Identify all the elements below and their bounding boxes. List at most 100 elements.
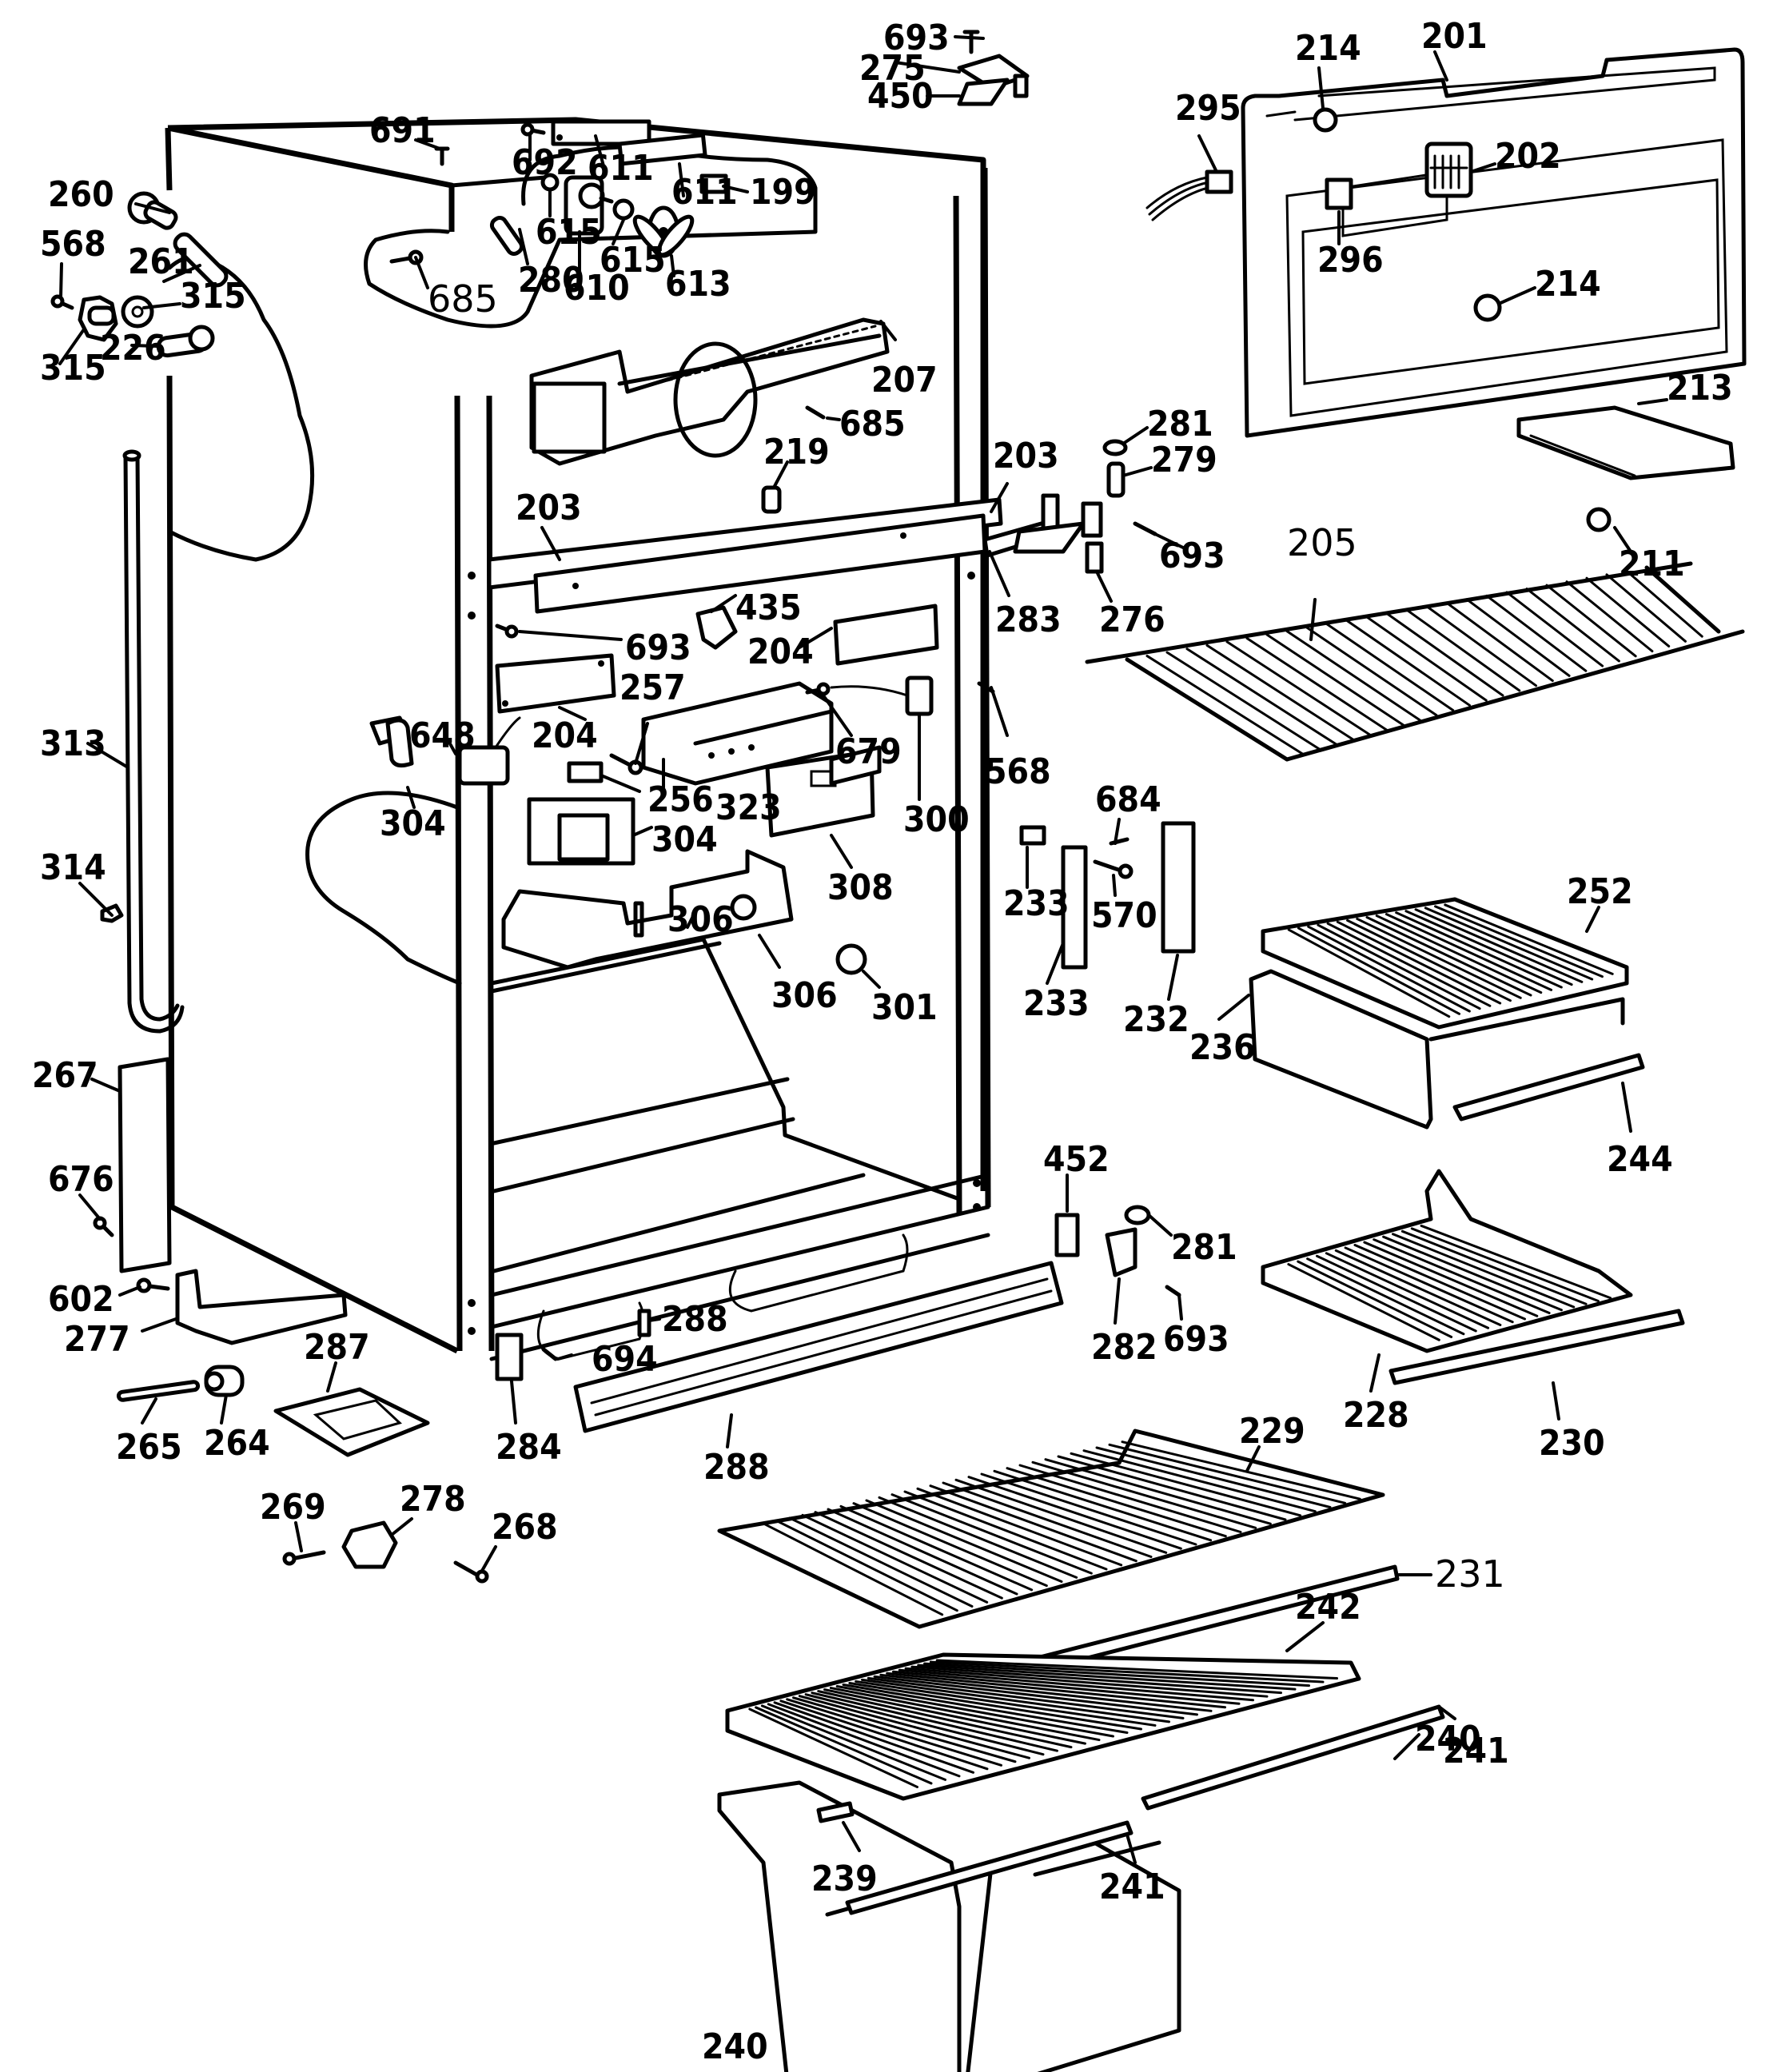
nut-315b bbox=[121, 295, 154, 329]
label-226[interactable]: 226 bbox=[100, 328, 166, 369]
label-264[interactable]: 264 bbox=[204, 1423, 270, 1464]
label-301[interactable]: 301 bbox=[871, 987, 938, 1028]
label-281[interactable]: 281 bbox=[1171, 1227, 1237, 1268]
label-288[interactable]: 288 bbox=[703, 1447, 770, 1488]
label-241[interactable]: 241 bbox=[1443, 1731, 1509, 1771]
label-452[interactable]: 452 bbox=[1043, 1139, 1110, 1180]
label-233[interactable]: 233 bbox=[1023, 983, 1090, 1024]
label-693[interactable]: 693 bbox=[1159, 536, 1225, 576]
label-204[interactable]: 204 bbox=[747, 632, 814, 672]
label-615[interactable]: 615 bbox=[536, 212, 602, 253]
label-304[interactable]: 304 bbox=[380, 803, 446, 844]
label-236[interactable]: 236 bbox=[1189, 1027, 1256, 1068]
label-283[interactable]: 283 bbox=[995, 600, 1062, 640]
label-693[interactable]: 693 bbox=[1163, 1319, 1229, 1360]
label-205[interactable]: 205 bbox=[1287, 521, 1357, 564]
label-648[interactable]: 648 bbox=[409, 715, 476, 756]
label-240[interactable]: 240 bbox=[1415, 1719, 1481, 1759]
label-228[interactable]: 228 bbox=[1343, 1395, 1409, 1436]
label-611[interactable]: 611 bbox=[671, 172, 738, 213]
label-611[interactable]: 611 bbox=[588, 148, 654, 189]
drain-tube-313 bbox=[122, 449, 185, 1034]
label-276[interactable]: 276 bbox=[1099, 600, 1165, 640]
label-265[interactable]: 265 bbox=[116, 1427, 182, 1468]
label-684[interactable]: 684 bbox=[1095, 779, 1161, 820]
label-252[interactable]: 252 bbox=[1567, 871, 1633, 912]
label-679[interactable]: 679 bbox=[835, 731, 902, 772]
label-694[interactable]: 694 bbox=[592, 1339, 658, 1380]
label-313[interactable]: 313 bbox=[40, 723, 106, 764]
label-203[interactable]: 203 bbox=[993, 436, 1059, 476]
label-256[interactable]: 256 bbox=[647, 779, 714, 820]
label-278[interactable]: 278 bbox=[400, 1479, 466, 1520]
label-610[interactable]: 610 bbox=[564, 268, 630, 309]
label-241[interactable]: 241 bbox=[1099, 1867, 1165, 1907]
label-261[interactable]: 261 bbox=[128, 241, 194, 282]
label-602[interactable]: 602 bbox=[48, 1279, 114, 1320]
label-275[interactable]: 275 bbox=[859, 48, 926, 89]
label-207[interactable]: 207 bbox=[871, 360, 938, 400]
label-314[interactable]: 314 bbox=[40, 847, 106, 888]
label-231[interactable]: 231 bbox=[1435, 1552, 1505, 1596]
label-295[interactable]: 295 bbox=[1175, 88, 1241, 129]
label-233[interactable]: 233 bbox=[1003, 883, 1070, 924]
label-685[interactable]: 685 bbox=[839, 404, 906, 444]
label-260[interactable]: 260 bbox=[48, 174, 114, 215]
label-568[interactable]: 568 bbox=[40, 224, 106, 265]
label-230[interactable]: 230 bbox=[1539, 1423, 1605, 1464]
label-287[interactable]: 287 bbox=[304, 1327, 370, 1368]
label-692[interactable]: 692 bbox=[512, 142, 578, 183]
label-282[interactable]: 282 bbox=[1091, 1327, 1157, 1368]
label-242[interactable]: 242 bbox=[1295, 1587, 1361, 1628]
shelf-wire bbox=[788, 1516, 974, 1608]
label-203[interactable]: 203 bbox=[516, 488, 582, 528]
label-257[interactable]: 257 bbox=[620, 667, 686, 708]
label-450[interactable]: 450 bbox=[867, 76, 934, 117]
shelf-wire bbox=[954, 1478, 1168, 1554]
label-214[interactable]: 214 bbox=[1535, 264, 1601, 305]
label-284[interactable]: 284 bbox=[496, 1427, 562, 1468]
screw-694 bbox=[541, 1347, 558, 1361]
label-288[interactable]: 288 bbox=[662, 1299, 728, 1340]
label-613[interactable]: 613 bbox=[665, 264, 731, 305]
label-615[interactable]: 615 bbox=[600, 240, 666, 281]
label-211[interactable]: 211 bbox=[1619, 544, 1685, 584]
label-685[interactable]: 685 bbox=[428, 277, 498, 321]
label-279[interactable]: 279 bbox=[1151, 440, 1217, 480]
label-280[interactable]: 280 bbox=[518, 260, 584, 301]
label-693[interactable]: 693 bbox=[883, 18, 950, 58]
label-570[interactable]: 570 bbox=[1091, 895, 1157, 936]
label-296[interactable]: 296 bbox=[1317, 240, 1384, 281]
label-239[interactable]: 239 bbox=[811, 1859, 878, 1899]
label-315[interactable]: 315 bbox=[180, 276, 246, 317]
label-214[interactable]: 214 bbox=[1295, 28, 1361, 69]
label-213[interactable]: 213 bbox=[1667, 368, 1733, 408]
label-304[interactable]: 304 bbox=[651, 819, 718, 860]
label-269[interactable]: 269 bbox=[260, 1487, 326, 1528]
label-323[interactable]: 323 bbox=[715, 787, 782, 828]
label-306[interactable]: 306 bbox=[667, 899, 734, 940]
label-201[interactable]: 201 bbox=[1421, 16, 1488, 57]
label-219[interactable]: 219 bbox=[763, 432, 830, 472]
label-199[interactable]: 199 bbox=[750, 172, 816, 213]
label-435[interactable]: 435 bbox=[735, 588, 802, 628]
label-315[interactable]: 315 bbox=[40, 348, 106, 388]
label-300[interactable]: 300 bbox=[903, 799, 970, 840]
label-244[interactable]: 244 bbox=[1607, 1139, 1673, 1180]
label-240[interactable]: 240 bbox=[702, 2026, 768, 2067]
label-229[interactable]: 229 bbox=[1239, 1411, 1305, 1452]
label-308[interactable]: 308 bbox=[827, 867, 894, 908]
label-268[interactable]: 268 bbox=[492, 1507, 558, 1548]
label-232[interactable]: 232 bbox=[1123, 999, 1189, 1040]
label-281[interactable]: 281 bbox=[1147, 404, 1213, 444]
label-691[interactable]: 691 bbox=[369, 110, 436, 151]
label-676[interactable]: 676 bbox=[48, 1159, 114, 1200]
label-693[interactable]: 693 bbox=[625, 628, 691, 668]
label-568[interactable]: 568 bbox=[985, 751, 1051, 792]
shelf-wire bbox=[879, 1673, 1213, 1712]
label-204[interactable]: 204 bbox=[532, 715, 598, 756]
label-277[interactable]: 277 bbox=[64, 1319, 130, 1360]
label-306[interactable]: 306 bbox=[771, 975, 838, 1016]
label-267[interactable]: 267 bbox=[32, 1055, 98, 1096]
label-202[interactable]: 202 bbox=[1495, 136, 1561, 177]
